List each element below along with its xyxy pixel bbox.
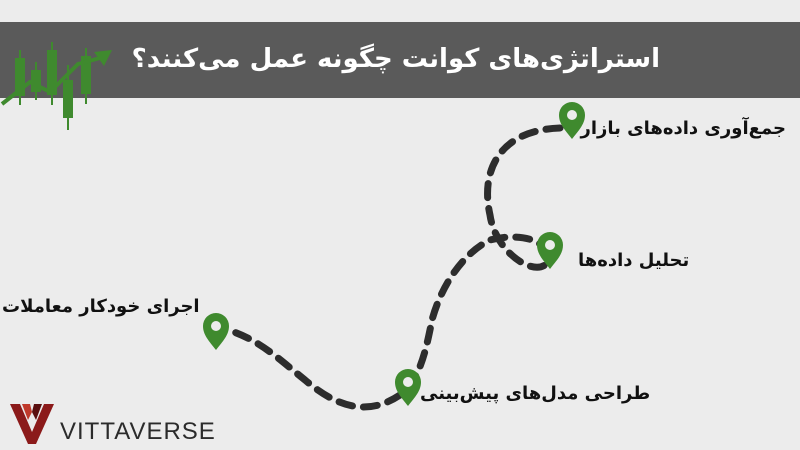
map-pin-icon	[395, 369, 421, 406]
page-title: استراتژی‌های کوانت چگونه عمل می‌کنند؟	[131, 44, 660, 74]
step-label-analyze-data: تحلیل داده‌ها	[578, 250, 690, 271]
title-banner	[0, 22, 800, 98]
step-label-execute-trades: اجرای خودکار معاملات	[2, 296, 200, 317]
step-label-collect-data: جمع‌آوری داده‌های بازار	[580, 118, 786, 139]
brand-name: VITTAVERSE	[60, 418, 216, 445]
map-pin-icon	[559, 102, 585, 139]
candlestick-chart-icon	[0, 42, 112, 130]
vittaverse-logo	[10, 404, 54, 444]
map-pin-icon	[537, 232, 563, 269]
step-label-design-models: طراحی مدل‌های پیش‌بینی	[420, 383, 651, 404]
process-path	[224, 124, 564, 411]
map-pin-icon	[203, 313, 229, 350]
